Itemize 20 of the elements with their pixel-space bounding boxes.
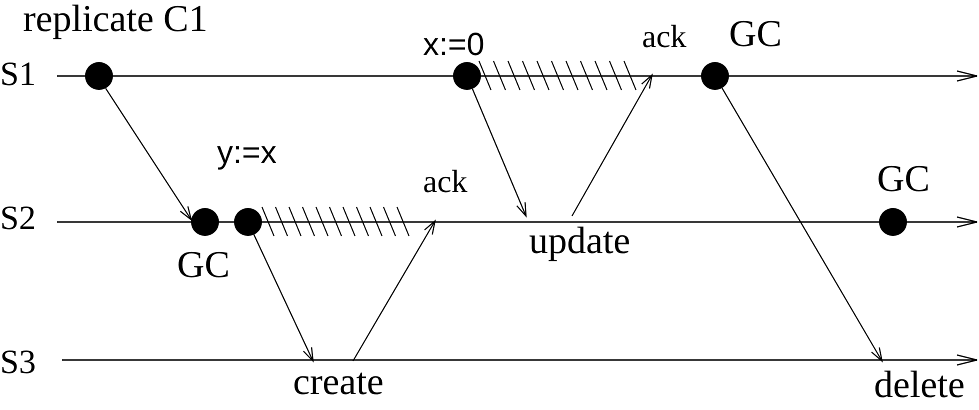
event-label: GC	[177, 246, 230, 284]
message-arrow	[105, 88, 192, 220]
process-label: S1	[0, 58, 36, 92]
message-arrow	[472, 88, 527, 217]
event-label: ack	[642, 20, 686, 52]
event-label: create	[293, 363, 384, 401]
message-arrow	[253, 234, 314, 362]
message-arrow	[722, 88, 883, 362]
event-label: y:=x	[217, 136, 277, 168]
event-label: GC	[729, 15, 782, 53]
message-arrow	[571, 74, 653, 216]
event-label: replicate C1	[23, 0, 208, 38]
event-label: update	[529, 222, 630, 260]
event-label: ack	[423, 165, 468, 197]
event-label: GC	[877, 160, 930, 198]
message-arrow	[352, 220, 436, 362]
event-label: delete	[874, 366, 965, 404]
event-label: x:=0	[423, 28, 484, 60]
process-label: S3	[0, 346, 36, 380]
process-label: S2	[0, 202, 36, 236]
